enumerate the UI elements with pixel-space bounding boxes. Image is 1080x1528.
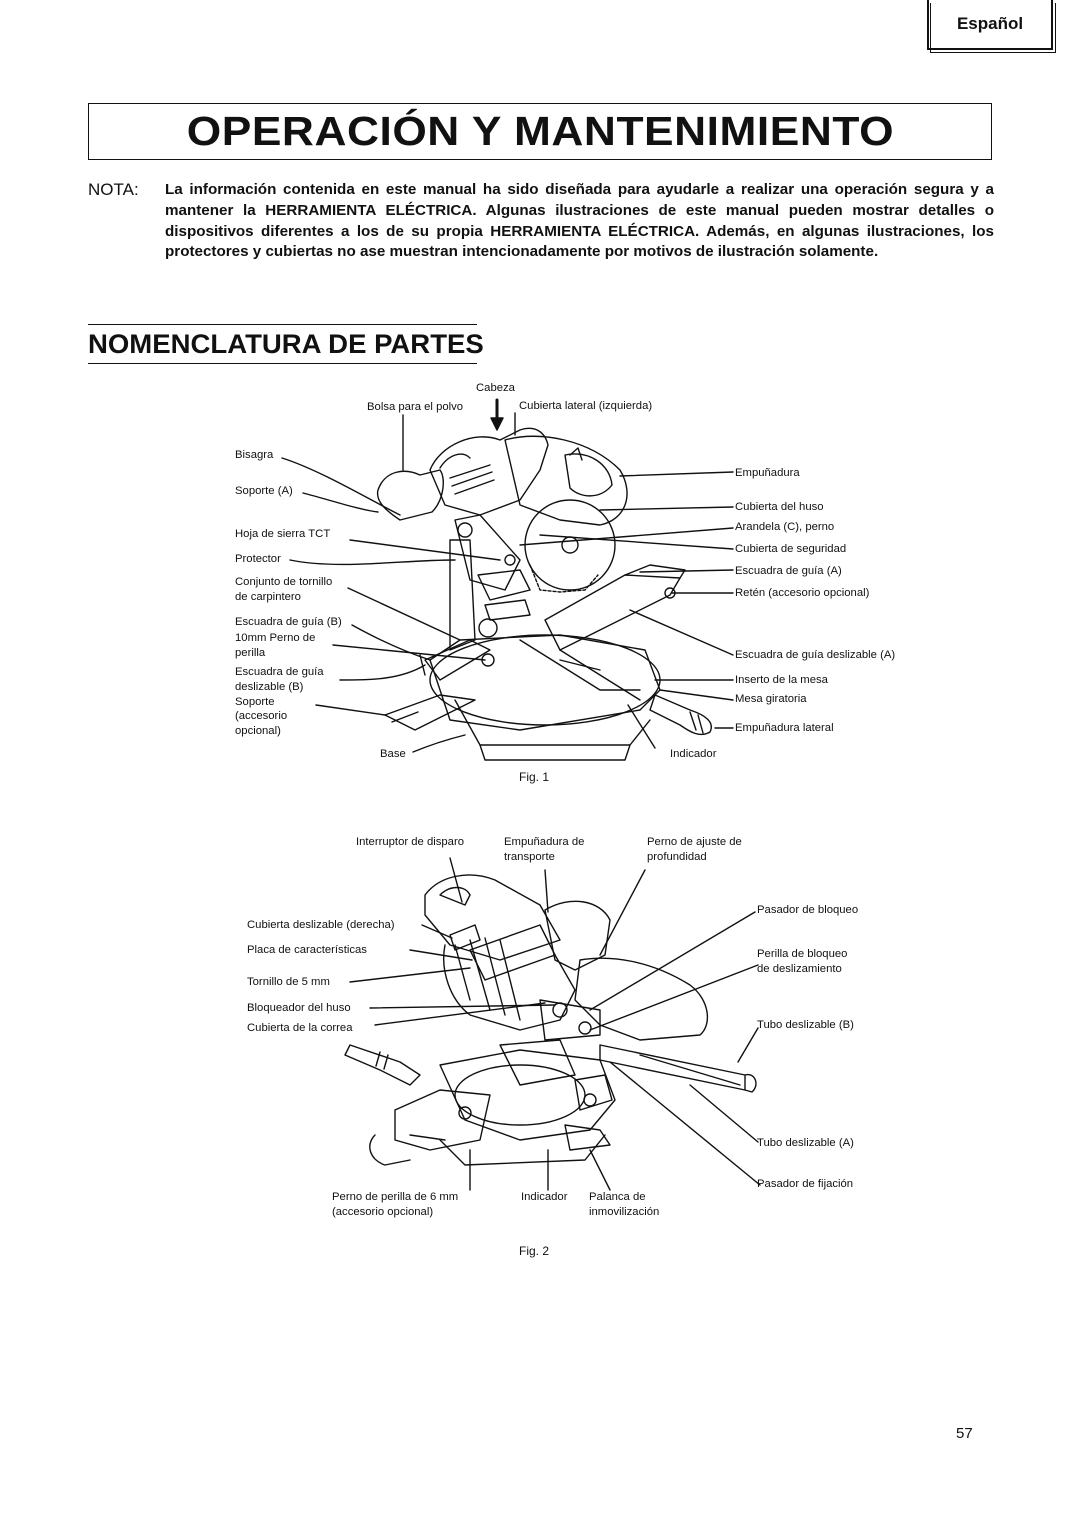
label-soporte-opcional-3: opcional) bbox=[235, 725, 281, 737]
label-empunadura-transporte-2: transporte bbox=[504, 851, 555, 863]
label-pasador-fijacion: Pasador de fijación bbox=[757, 1178, 854, 1190]
label-soporte-opcional-2: (accesorio bbox=[235, 710, 288, 722]
label-cubierta-lateral: Cubierta lateral (izquierda) bbox=[519, 400, 653, 412]
label-tubo-deslizable-a: Tubo deslizable (A) bbox=[757, 1137, 854, 1149]
label-protector: Protector bbox=[235, 553, 281, 565]
label-palanca: Palanca de bbox=[589, 1191, 646, 1203]
label-bloqueador-huso: Bloqueador del huso bbox=[247, 1002, 351, 1014]
label-hoja-sierra: Hoja de sierra TCT bbox=[235, 528, 331, 540]
page-number: 57 bbox=[956, 1425, 973, 1442]
label-escuadra-guia-a: Escuadra de guía (A) bbox=[735, 565, 842, 577]
label-interruptor-disparo: Interruptor de disparo bbox=[356, 836, 465, 848]
label-cubierta-huso: Cubierta del huso bbox=[735, 501, 824, 513]
label-empunadura: Empuñadura bbox=[735, 467, 800, 479]
label-conjunto-tornillo-2: de carpintero bbox=[235, 591, 301, 603]
label-bisagra: Bisagra bbox=[235, 449, 274, 461]
label-perilla-bloqueo-2: de deslizamiento bbox=[757, 963, 842, 975]
label-empunadura-transporte: Empuñadura de bbox=[504, 836, 585, 848]
page-title-box: OPERACIÓN Y MANTENIMIENTO bbox=[88, 103, 992, 160]
language-tab-shadow bbox=[930, 3, 1056, 53]
label-escuadra-deslizable-a: Escuadra de guía deslizable (A) bbox=[735, 649, 896, 661]
label-escuadra-guia-b: Escuadra de guía (B) bbox=[235, 616, 342, 628]
note-text: La información contenida en este manual … bbox=[165, 181, 994, 261]
label-base: Base bbox=[380, 748, 406, 760]
label-inserto-mesa: Inserto de la mesa bbox=[735, 674, 828, 686]
label-arandela: Arandela (C), perno bbox=[735, 521, 835, 533]
note-label: NOTA: bbox=[88, 180, 139, 199]
label-palanca-2: inmovilización bbox=[589, 1206, 660, 1218]
language-tab: Español bbox=[927, 0, 1053, 50]
label-perno-perilla-6mm: Perno de perilla de 6 mm bbox=[332, 1191, 459, 1203]
section-rule-top bbox=[88, 324, 477, 325]
label-soporte-opcional: Soporte bbox=[235, 696, 275, 708]
label-conjunto-tornillo: Conjunto de tornillo bbox=[235, 576, 333, 588]
section-title: NOMENCLATURA DE PARTES bbox=[88, 329, 484, 359]
figure-caption-2: Fig. 2 bbox=[519, 1244, 550, 1258]
label-mesa-giratoria: Mesa giratoria bbox=[735, 693, 807, 705]
section-heading: NOMENCLATURA DE PARTES bbox=[88, 324, 484, 364]
label-tornillo-5mm: Tornillo de 5 mm bbox=[247, 976, 330, 988]
label-empunadura-lateral: Empuñadura lateral bbox=[735, 722, 834, 734]
note-paragraph: NOTA: La información contenida en este m… bbox=[88, 180, 994, 263]
label-pasador-bloqueo: Pasador de bloqueo bbox=[757, 904, 859, 916]
label-placa-caracteristicas: Placa de características bbox=[247, 944, 367, 956]
page-title: OPERACIÓN Y MANTENIMIENTO bbox=[186, 108, 894, 154]
label-escuadra-deslizable-b-2: deslizable (B) bbox=[235, 681, 304, 693]
label-cabeza: Cabeza bbox=[476, 382, 515, 394]
label-cubierta-seguridad: Cubierta de seguridad bbox=[735, 543, 847, 555]
label-indicador: Indicador bbox=[670, 748, 717, 760]
figure-caption-1: Fig. 1 bbox=[519, 770, 550, 784]
label-tubo-deslizable-b: Tubo deslizable (B) bbox=[757, 1019, 854, 1031]
label-bolsa-polvo: Bolsa para el polvo bbox=[367, 401, 464, 413]
label-cubierta-correa: Cubierta de la correa bbox=[247, 1022, 353, 1034]
label-indicador-2: Indicador bbox=[521, 1191, 568, 1203]
label-perno-ajuste-2: profundidad bbox=[647, 851, 707, 863]
label-perno-ajuste: Perno de ajuste de bbox=[647, 836, 742, 848]
label-perno-perilla-2: perilla bbox=[235, 647, 266, 659]
label-cubierta-deslizable: Cubierta deslizable (derecha) bbox=[247, 919, 395, 931]
section-rule-bottom bbox=[88, 363, 477, 364]
label-escuadra-deslizable-b: Escuadra de guía bbox=[235, 666, 324, 678]
label-perno-perilla-6mm-2: (accesorio opcional) bbox=[332, 1206, 434, 1218]
label-reten: Retén (accesorio opcional) bbox=[735, 587, 870, 599]
label-perilla-bloqueo: Perilla de bloqueo bbox=[757, 948, 848, 960]
label-soporte-a: Soporte (A) bbox=[235, 485, 293, 497]
label-perno-perilla: 10mm Perno de bbox=[235, 632, 316, 644]
